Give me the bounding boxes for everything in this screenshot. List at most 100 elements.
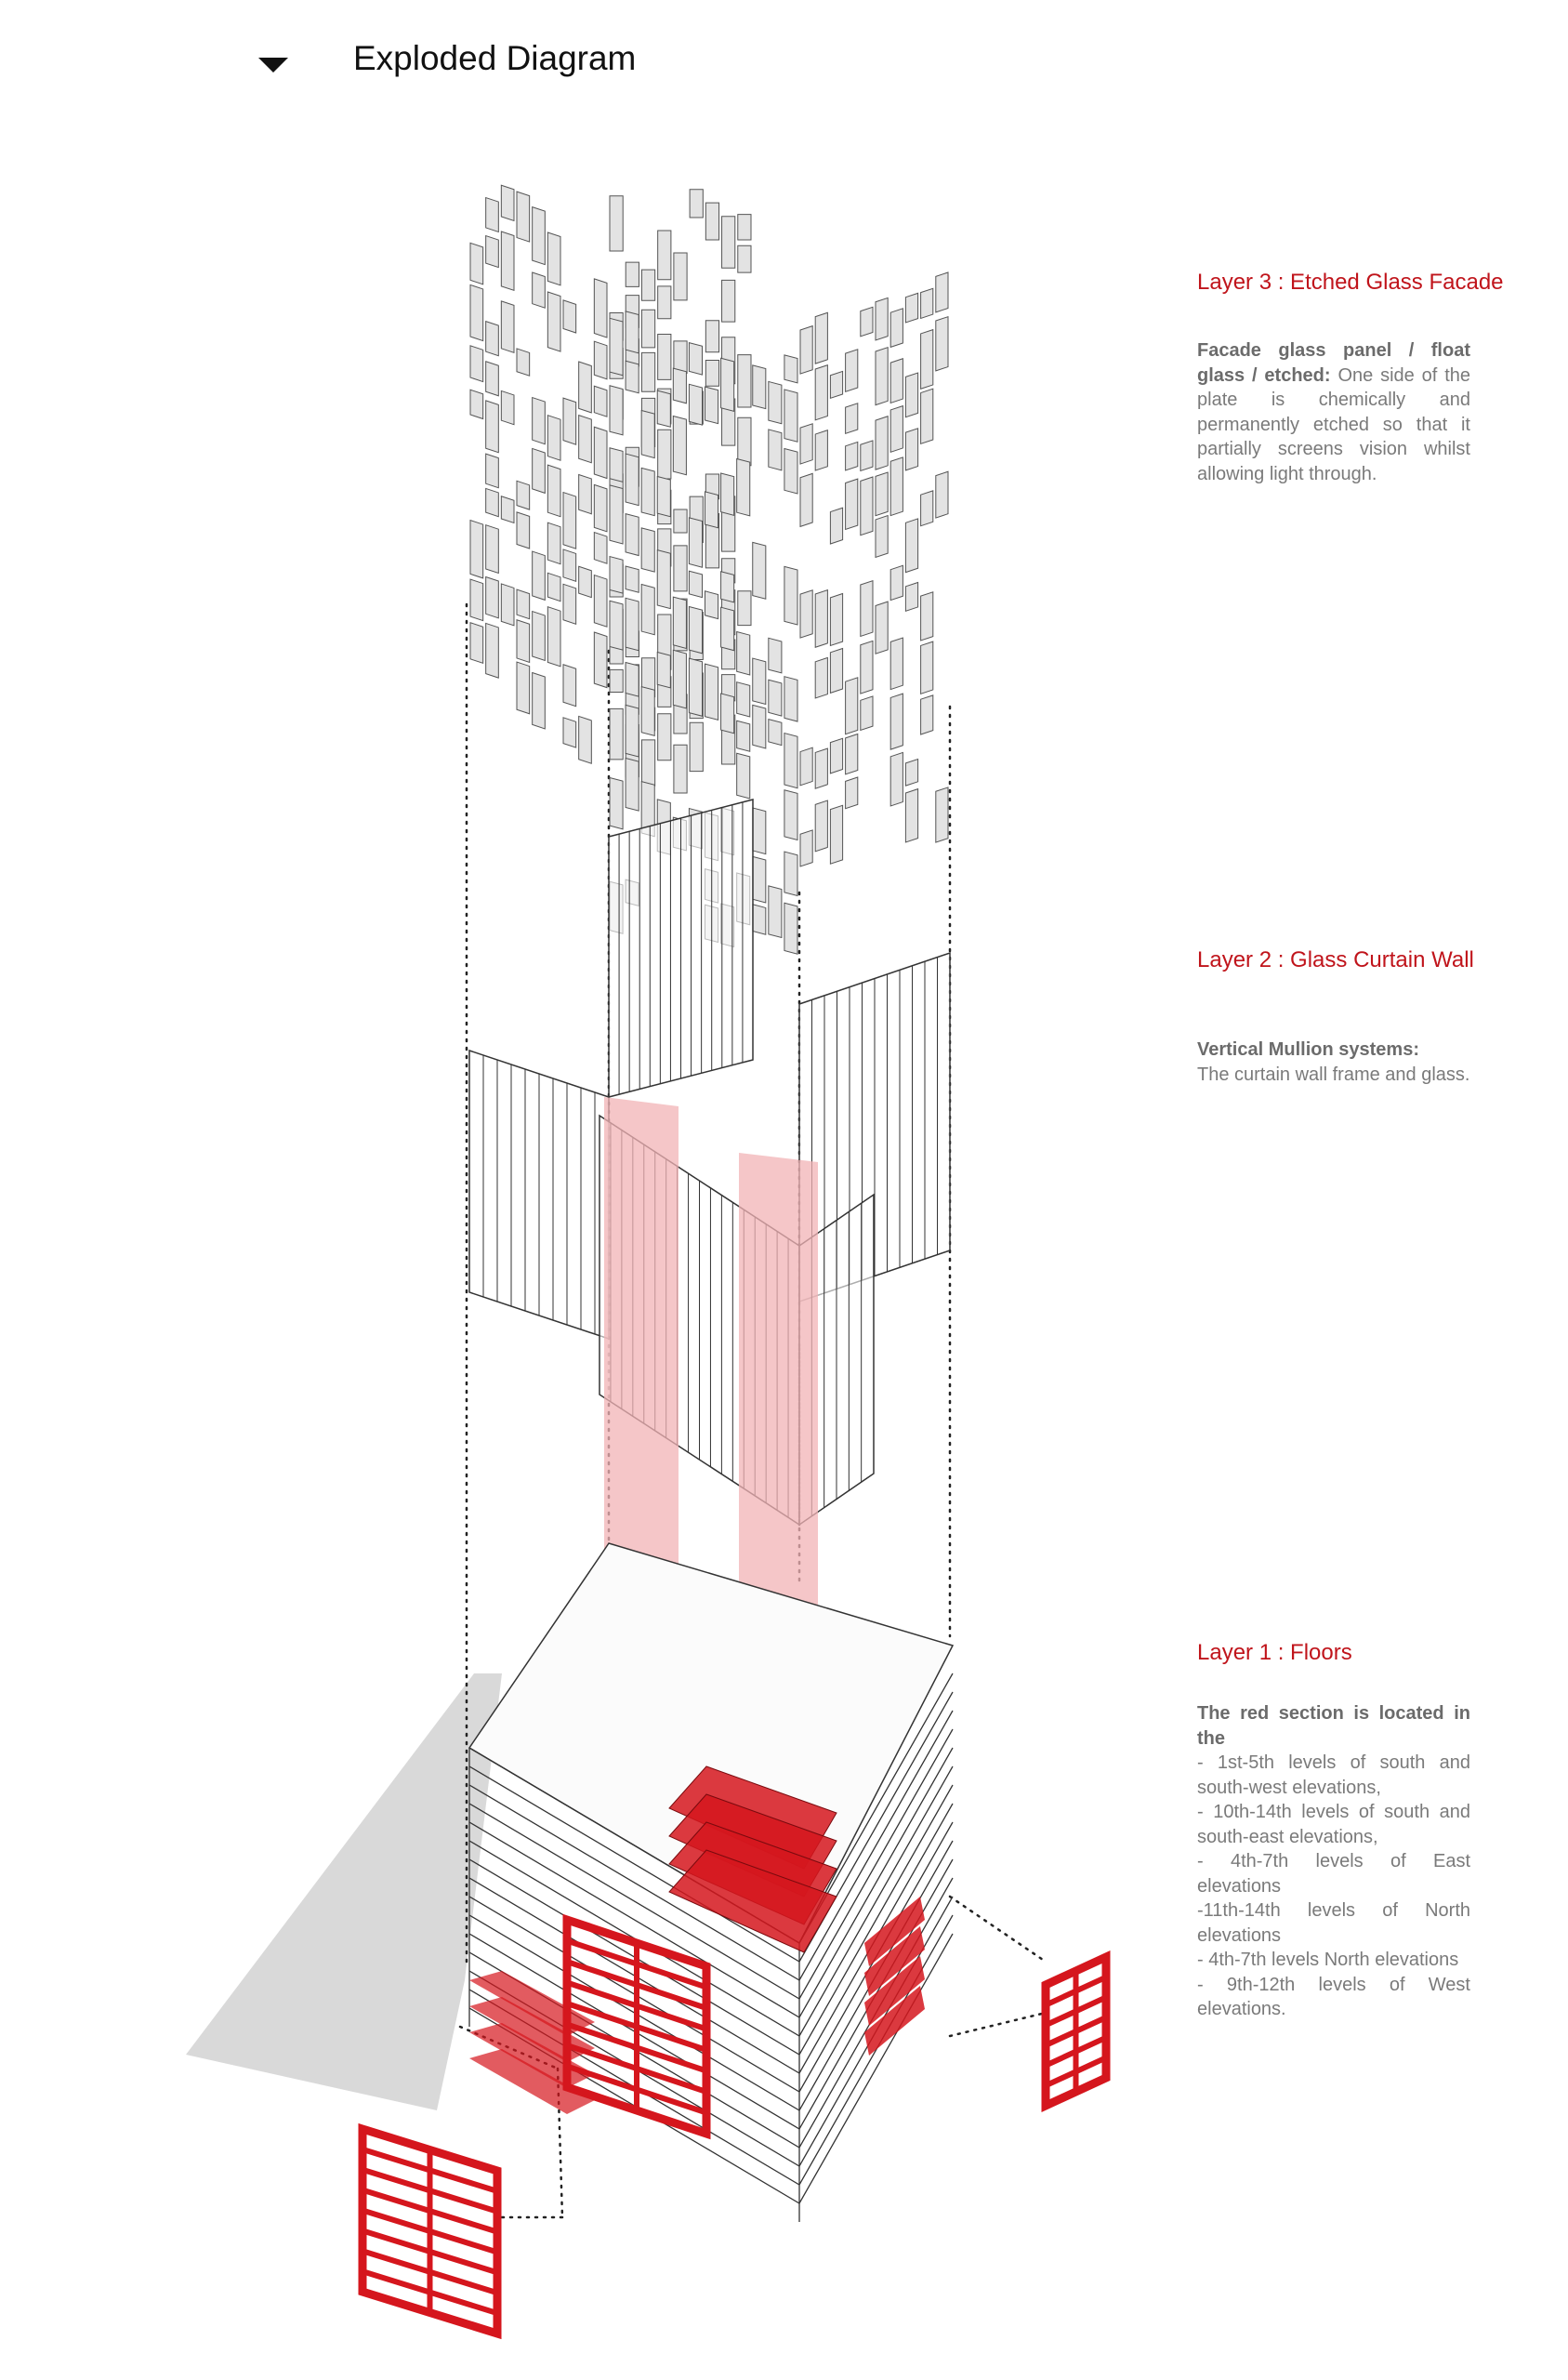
glass-panel	[516, 588, 531, 620]
layer2-title: Layer 2 : Glass Curtain Wall	[1197, 947, 1474, 972]
ground-shadow	[186, 1673, 502, 2110]
glass-panel	[784, 354, 798, 384]
glass-panel	[889, 456, 903, 517]
glass-panel	[469, 519, 484, 579]
glass-panel	[889, 358, 903, 404]
glass-panel	[469, 389, 484, 420]
glass-panel	[469, 622, 484, 665]
glass-panel	[784, 902, 798, 955]
glass-panel	[485, 234, 499, 269]
glass-panel	[609, 317, 624, 377]
glass-panel	[485, 523, 499, 575]
glass-panel	[657, 333, 672, 380]
layer1-item: - 1st-5th levels of south and south-west…	[1197, 1752, 1470, 1798]
glass-panel	[593, 483, 608, 533]
glass-panel	[829, 507, 844, 545]
glass-panel	[829, 737, 844, 774]
glass-panel	[768, 718, 783, 747]
glass-panel	[532, 396, 546, 445]
glass-panel	[593, 426, 608, 480]
glass-panel	[829, 647, 844, 694]
glass-panel	[705, 663, 719, 721]
glass-panel	[904, 787, 919, 843]
layer1-item: - 4th-7th levels of East elevations	[1197, 1851, 1470, 1897]
glass-panel	[860, 695, 874, 732]
glass-panel	[889, 404, 903, 453]
glass-panel	[672, 596, 687, 650]
glass-panel	[609, 447, 624, 483]
glass-panel	[673, 744, 688, 794]
layer2-description: Vertical Mullion systems: The curtain wa…	[1197, 1038, 1470, 1087]
glass-panel	[935, 470, 949, 519]
layer3-description: Facade glass panel / float glass / etche…	[1197, 338, 1470, 486]
glass-panel	[845, 403, 859, 435]
glass-panel	[532, 271, 546, 309]
glass-panel	[860, 476, 874, 536]
red-slab	[864, 1926, 925, 1996]
glass-panel	[593, 278, 608, 338]
glass-panel	[640, 269, 656, 301]
glass-panel	[845, 478, 859, 531]
glass-panel	[547, 605, 561, 668]
glass-panel	[485, 487, 499, 518]
layer1-item: - 10th-14th levels of south and south-ea…	[1197, 1802, 1470, 1847]
glass-panel	[640, 351, 656, 392]
red-frame	[562, 1913, 711, 2140]
triangle-down-icon[interactable]	[258, 58, 288, 73]
glass-panel	[920, 490, 934, 527]
glass-panel	[562, 549, 577, 583]
glass-panel	[752, 364, 767, 410]
glass-panel	[814, 364, 828, 421]
glass-panel	[578, 473, 592, 515]
glass-panel	[500, 496, 515, 524]
glass-panel	[640, 527, 655, 573]
glass-panel	[640, 685, 655, 737]
glass-panel	[799, 829, 813, 867]
layer1-title: Layer 1 : Floors	[1197, 1640, 1352, 1665]
red-slab	[864, 1897, 925, 1966]
glass-panel	[920, 328, 934, 390]
glass-panel	[689, 721, 704, 773]
glass-panel	[547, 572, 561, 602]
glass-panel	[688, 383, 703, 426]
glass-panel	[640, 583, 655, 636]
glass-panel	[688, 605, 703, 654]
glass-panel	[656, 475, 671, 518]
glass-panel	[500, 583, 515, 627]
glass-panel	[689, 189, 704, 218]
glass-panel	[875, 416, 889, 470]
red-slab	[668, 1849, 837, 1953]
glass-panel	[721, 279, 736, 323]
glass-panel	[562, 664, 577, 707]
glass-panel	[485, 361, 499, 397]
glass-panel	[720, 693, 735, 734]
glass-panel	[625, 360, 639, 394]
glass-panel	[799, 423, 813, 465]
glass-panel	[516, 480, 531, 510]
glass-panel	[752, 855, 767, 904]
glass-panel	[904, 428, 919, 471]
glass-panel	[657, 713, 672, 761]
glass-panel	[578, 361, 592, 414]
glass-panel	[736, 720, 751, 752]
projection-line	[948, 2011, 1048, 2038]
glass-panel	[705, 320, 720, 353]
layer1-item: -11th-14th levels of North elevations	[1197, 1900, 1470, 1946]
red-slab	[864, 1956, 925, 2026]
glass-panel	[593, 385, 608, 417]
glass-panel	[784, 789, 798, 841]
glass-panel	[904, 518, 919, 574]
glass-panel	[814, 429, 828, 471]
glass-panel	[889, 564, 903, 602]
glass-panel	[814, 311, 828, 364]
glass-panel	[736, 681, 751, 718]
glass-panel	[547, 291, 561, 352]
glass-panel	[673, 252, 688, 301]
glass-panel	[578, 565, 592, 599]
glass-panel	[904, 292, 919, 324]
glass-panel	[875, 471, 889, 517]
glass-panel	[784, 447, 798, 495]
glass-panel	[673, 509, 688, 534]
glass-panel	[784, 565, 798, 626]
glass-panel	[920, 591, 934, 641]
